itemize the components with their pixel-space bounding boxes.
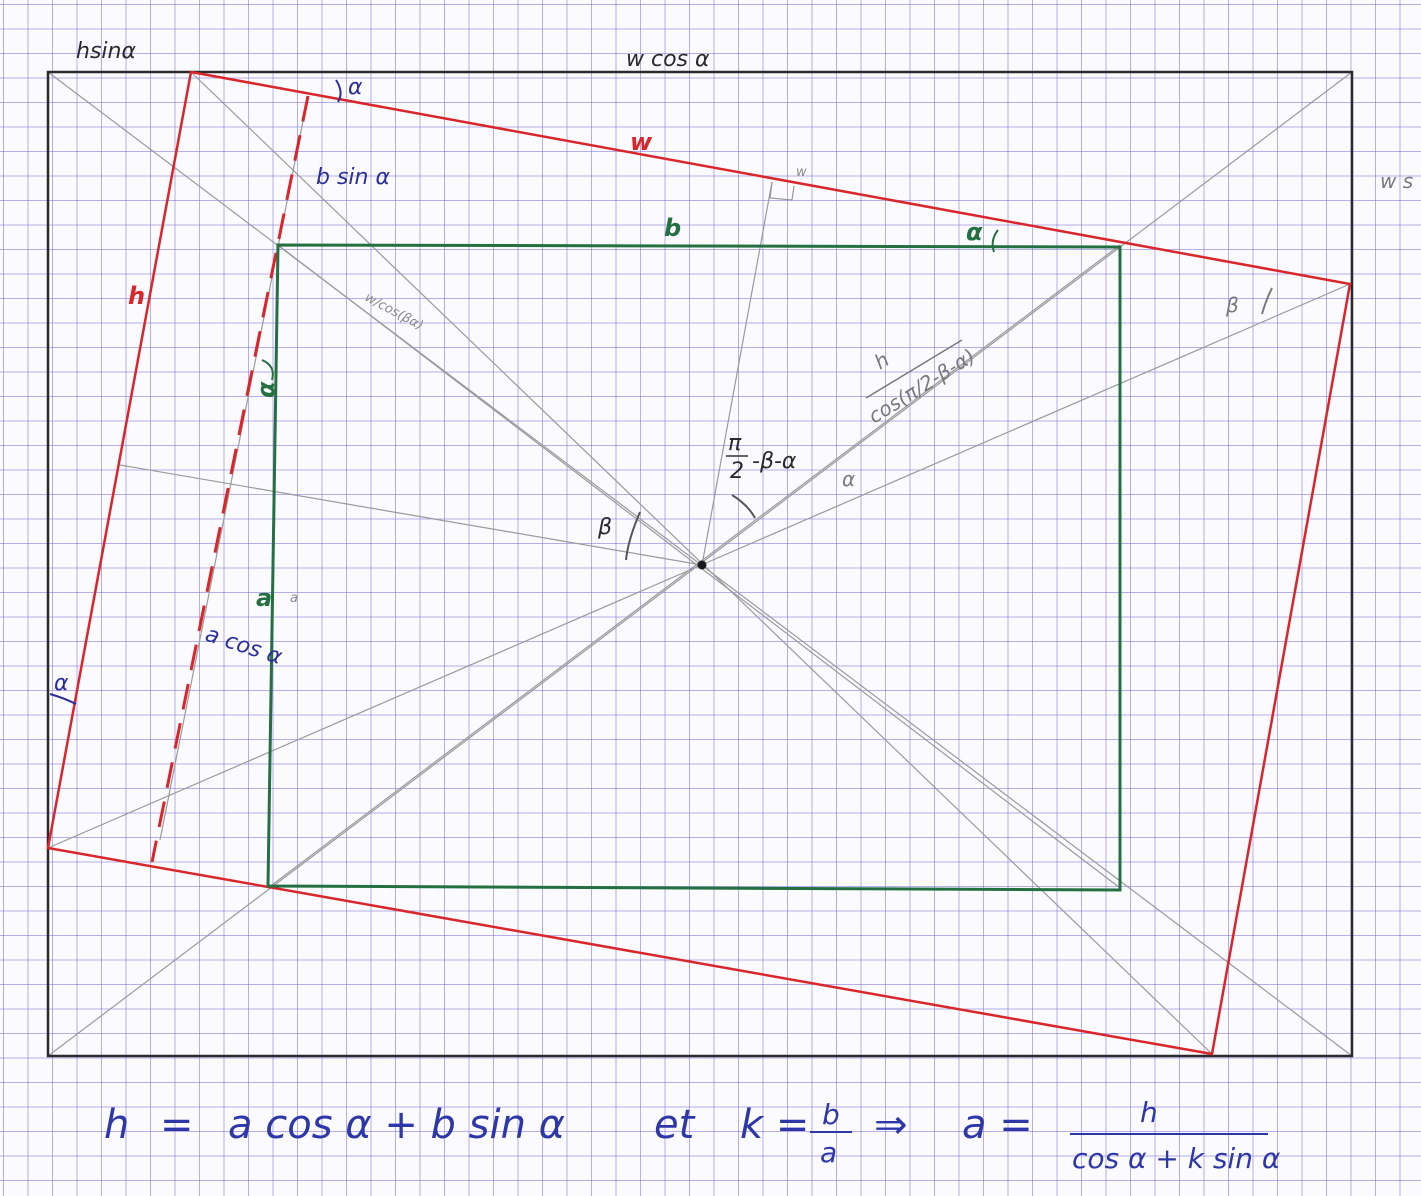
rotated-rectangle: [46, 70, 1352, 1056]
label-h-red: h: [128, 282, 145, 310]
alpha-arc-green-right: [991, 229, 999, 253]
alpha-arc-top: [335, 79, 342, 103]
beta-arc-center: [625, 511, 641, 561]
formula-equals: =: [160, 1102, 194, 1148]
label-pi-rest: -β-α: [752, 449, 797, 474]
formula-and: et: [654, 1102, 696, 1148]
angle-arcs: [49, 79, 1273, 705]
inner-diagonal-2: [267, 244, 1121, 889]
formula-k-def: k =: [740, 1102, 809, 1148]
label-a-gray: a: [290, 591, 298, 606]
formula-frac-num: h: [1140, 1096, 1158, 1129]
formula-rhs: a cos α + b sin α: [228, 1102, 565, 1148]
formula-k-den: a: [820, 1136, 837, 1169]
label-w-red: w: [630, 128, 653, 156]
label-w-cos-alpha: w cos α: [626, 47, 710, 72]
height-projection-dashed: [150, 95, 310, 863]
inner-rectangle: [266, 243, 1122, 892]
label-pi-denominator: 2: [730, 459, 744, 484]
label-half-diagonal: w/cos(βα): [362, 290, 425, 333]
label-a-green: a: [256, 584, 272, 612]
label-w-sin-partial: w s: [1380, 169, 1413, 193]
label-w-gray: w: [796, 165, 807, 180]
projection-line: [159, 95, 309, 841]
formula-a-lhs: a =: [962, 1102, 1033, 1148]
diagram-labels: hsinα w cos α w s α w w b sin α h b α β …: [54, 39, 1413, 696]
beta-arc-right: [1261, 287, 1273, 315]
label-beta-right: β: [1225, 293, 1239, 317]
label-h-over-cos-bar: [865, 339, 963, 399]
label-pi-numerator: π: [728, 431, 742, 456]
label-h-over-cos-num: h: [870, 347, 893, 374]
outer-bounding-rectangle: [46, 70, 1354, 1058]
formula-k-num: b: [822, 1098, 840, 1131]
pi-arc-center: [731, 494, 756, 519]
right-angle-mark: [769, 181, 795, 201]
label-h-sin-alpha: hsinα: [76, 39, 136, 64]
label-alpha-top: α: [348, 75, 363, 100]
label-beta-center: β: [597, 515, 612, 540]
formula-lhs: h: [104, 1102, 129, 1148]
alpha-arc-green-left: [261, 359, 274, 381]
center-to-top-edge: [701, 181, 773, 566]
label-b-sin-alpha: b sin α: [316, 165, 390, 190]
center-to-midleft: [119, 464, 703, 566]
center-point: [697, 560, 707, 570]
formula-frac-den: cos α + k sin α: [1072, 1142, 1281, 1175]
alpha-arc-left: [49, 693, 77, 705]
formula-line: h = a cos α + b sin α et k = b a ⇒ a = h…: [104, 1096, 1281, 1175]
label-alpha-left: α: [54, 671, 69, 696]
label-alpha-center: α: [842, 467, 855, 491]
label-alpha-green-right: α: [966, 218, 983, 246]
formula-implies: ⇒: [874, 1102, 908, 1148]
label-alpha-green-left: α: [252, 381, 280, 398]
label-b-green: b: [664, 214, 681, 242]
